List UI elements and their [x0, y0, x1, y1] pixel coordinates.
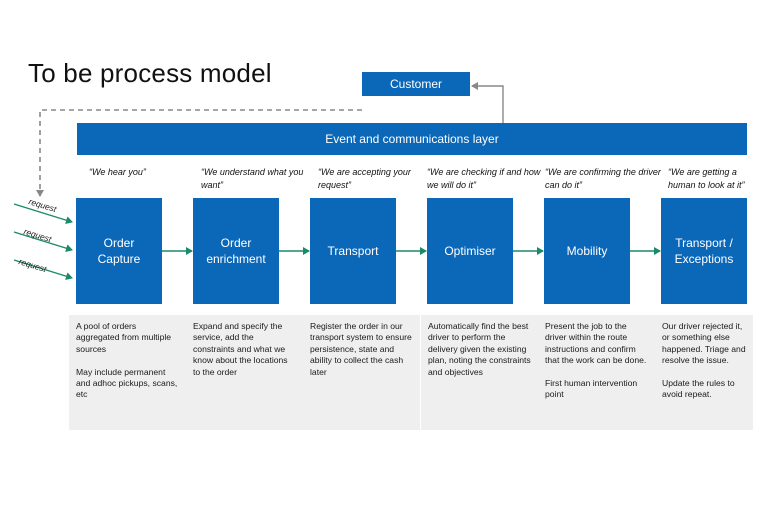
stage-label: Mobility	[566, 244, 608, 258]
stage-quote: “We understand what you want”	[201, 167, 304, 190]
stage-label: Transport / Exceptions	[674, 236, 734, 266]
customer-box: Customer	[362, 72, 470, 96]
stage-box-transport-exceptions: Transport / Exceptions	[661, 198, 747, 304]
stage-description: Our driver rejected it, or something els…	[655, 315, 753, 430]
stage-label: Transport	[327, 244, 379, 258]
stage-label: Order Capture	[97, 236, 141, 266]
stage-description: Automatically find the best driver to pe…	[421, 315, 538, 430]
request-arrow-1	[13, 203, 73, 225]
stage-label: Optimiser	[444, 244, 496, 258]
stage-description: Expand and specify the service, add the …	[186, 315, 303, 430]
stage-description: Present the job to the driver within the…	[538, 315, 655, 430]
stage-box-order-enrichment: Order enrichment	[193, 198, 279, 304]
stage-quote: “We hear you”	[89, 167, 146, 177]
stage-box-optimiser: Optimiser	[427, 198, 513, 304]
stage-box-transport: Transport	[310, 198, 396, 304]
stage-quote: “We are accepting your request”	[318, 167, 411, 190]
stage-description: A pool of orders aggregated from multipl…	[69, 315, 186, 430]
stage-quote: “We are getting a human to look at it”	[668, 167, 745, 190]
stage-quote: “We are checking if and how we will do i…	[427, 167, 541, 190]
customer-dashed-connector	[36, 109, 362, 197]
stage-description: Register the order in our transport syst…	[303, 315, 420, 430]
event-layer-label: Event and communications layer	[325, 132, 499, 146]
stage-label: Order enrichment	[206, 236, 266, 266]
event-communications-layer: Event and communications layer	[77, 123, 747, 155]
page-title: To be process model	[28, 58, 272, 88]
request-arrow-3	[13, 259, 73, 281]
request-arrow-2	[13, 231, 73, 253]
event-to-customer-arrow	[471, 82, 504, 123]
stage-box-order-capture: Order Capture	[76, 198, 162, 304]
stage-quote: “We are confirming the driver can do it”	[545, 167, 661, 190]
stage-box-mobility: Mobility	[544, 198, 630, 304]
customer-label: Customer	[389, 77, 442, 91]
